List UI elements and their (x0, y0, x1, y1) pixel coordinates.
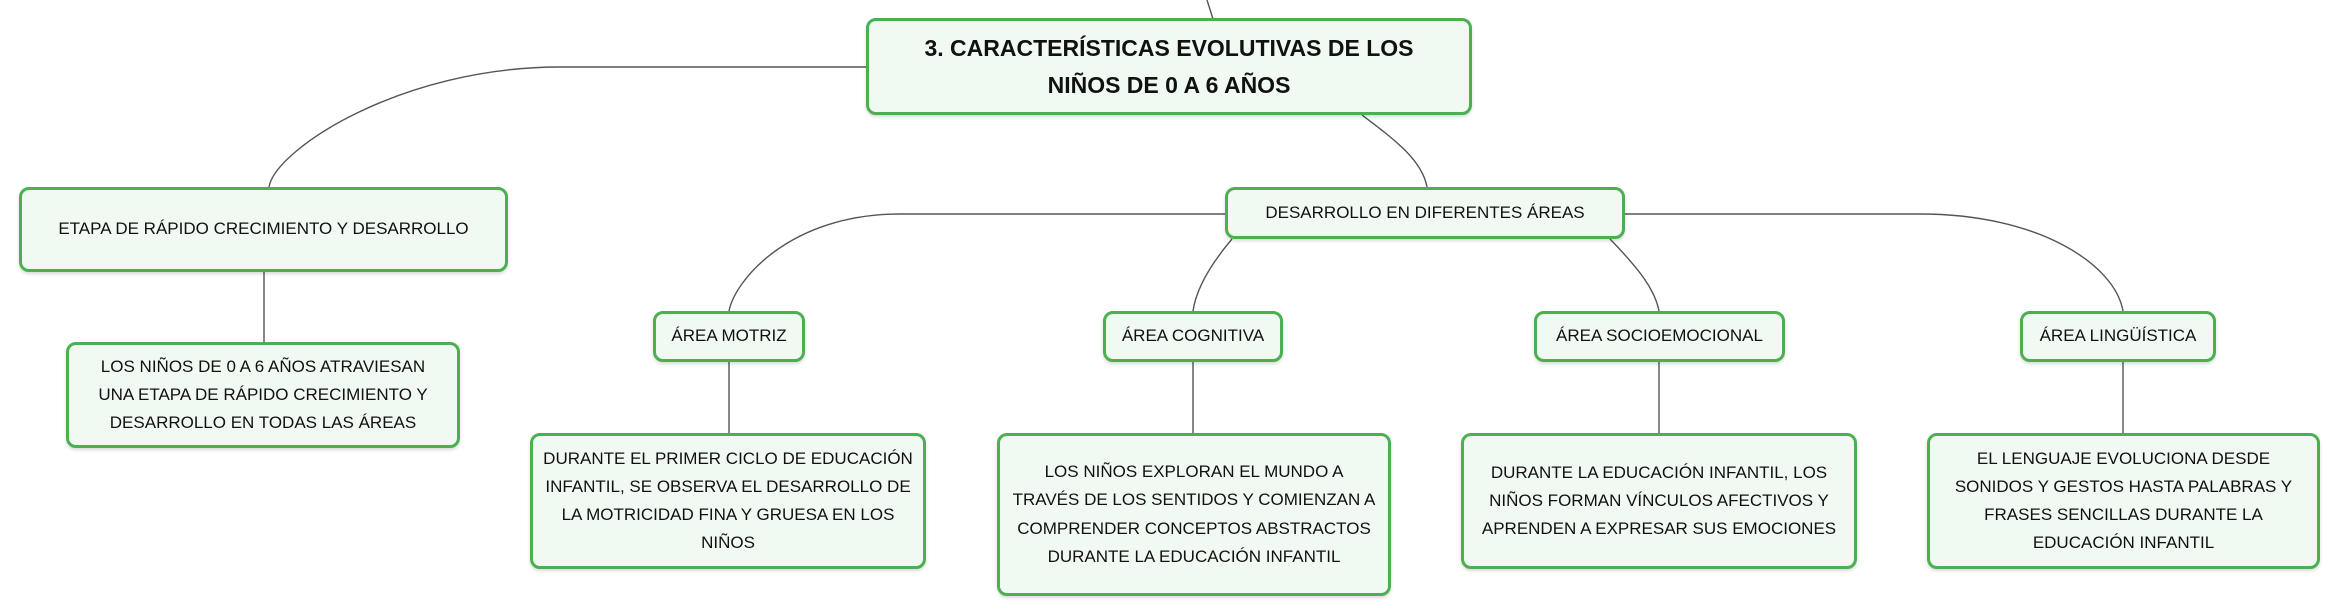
area-socioemocional-detail-node[interactable]: DURANTE LA EDUCACIÓN INFANTIL, LOS NIÑOS… (1461, 433, 1857, 569)
link-desarrollo-to-cognitiva (1192, 238, 1233, 312)
etapa-detail-node[interactable]: LOS NIÑOS DE 0 A 6 AÑOS ATRAVIESAN UNA E… (66, 342, 460, 448)
etapa-node[interactable]: ETAPA DE RÁPIDO CRECIMIENTO Y DESARROLLO (19, 187, 508, 272)
link-root-to-etapa (268, 66, 866, 188)
area-linguistica-detail-node[interactable]: EL LENGUAJE EVOLUCIONA DESDE SONIDOS Y G… (1927, 433, 2320, 569)
area-linguistica-node[interactable]: ÁREA LINGÜÍSTICA (2020, 311, 2216, 362)
area-cognitiva-detail-node[interactable]: LOS NIÑOS EXPLORAN EL MUNDO A TRAVÉS DE … (997, 433, 1391, 596)
area-cognitiva-label: ÁREA COGNITIVA (1121, 326, 1265, 346)
root-node[interactable]: 3. CARACTERÍSTICAS EVOLUTIVAS DE LOS NIÑ… (866, 18, 1472, 115)
area-motriz-detail: DURANTE EL PRIMER CICLO DE EDUCACIÓN INF… (543, 448, 913, 553)
area-linguistica-detail: EL LENGUAJE EVOLUCIONA DESDE SONIDOS Y G… (1954, 448, 2293, 553)
desarrollo-node[interactable]: DESARROLLO EN DIFERENTES ÁREAS (1225, 187, 1625, 239)
etapa-label: ETAPA DE RÁPIDO CRECIMIENTO Y DESARROLLO (58, 219, 469, 239)
area-socioemocional-detail: DURANTE LA EDUCACIÓN INFANTIL, LOS NIÑOS… (1481, 462, 1837, 539)
etapa-detail: LOS NIÑOS DE 0 A 6 AÑOS ATRAVIESAN UNA E… (98, 356, 428, 433)
link-desarrollo-to-socio (1609, 238, 1660, 312)
area-cognitiva-node[interactable]: ÁREA COGNITIVA (1103, 311, 1283, 362)
area-cognitiva-detail: LOS NIÑOS EXPLORAN EL MUNDO A TRAVÉS DE … (1012, 462, 1376, 566)
area-socioemocional-node[interactable]: ÁREA SOCIOEMOCIONAL (1534, 311, 1785, 362)
link-desarrollo-to-linguistica (1625, 213, 2124, 312)
root-title: 3. CARACTERÍSTICAS EVOLUTIVAS DE LOS NIÑ… (924, 34, 1414, 98)
area-motriz-label: ÁREA MOTRIZ (671, 326, 787, 346)
link-parent-to-root (1206, 0, 1214, 20)
link-desarrollo-to-motriz (728, 213, 1225, 312)
area-linguistica-label: ÁREA LINGÜÍSTICA (2039, 326, 2197, 346)
desarrollo-label: DESARROLLO EN DIFERENTES ÁREAS (1265, 202, 1585, 222)
area-motriz-detail-node[interactable]: DURANTE EL PRIMER CICLO DE EDUCACIÓN INF… (530, 433, 926, 569)
area-socioemocional-label: ÁREA SOCIOEMOCIONAL (1556, 326, 1763, 346)
area-motriz-node[interactable]: ÁREA MOTRIZ (653, 311, 805, 362)
link-root-to-desarrollo (1361, 114, 1428, 188)
